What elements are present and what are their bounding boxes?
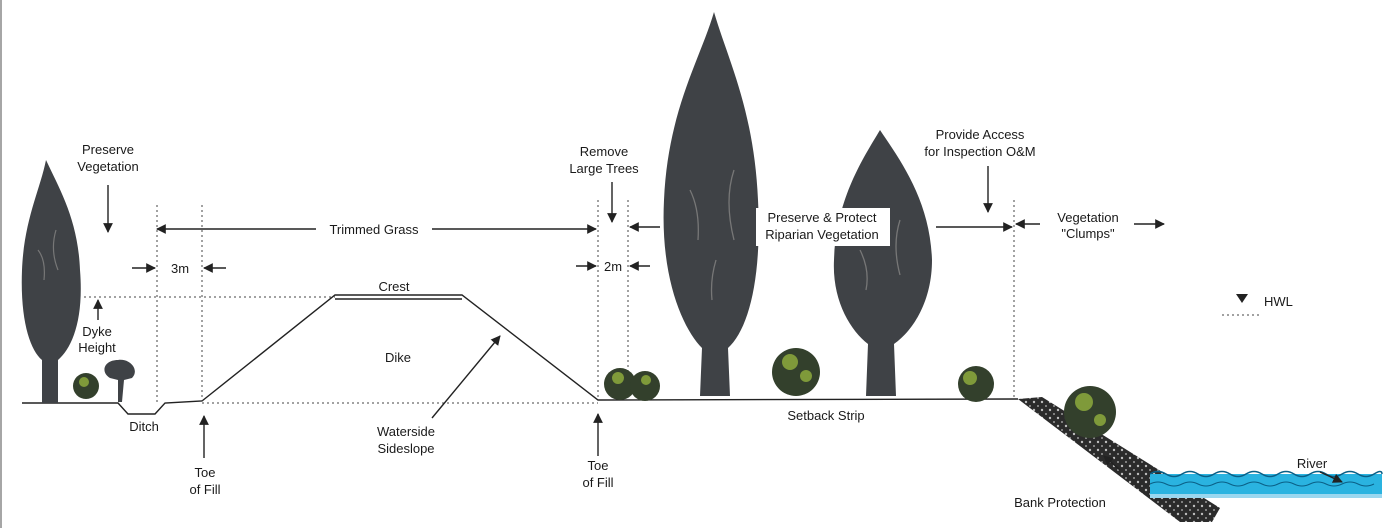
waterside-sideslope-label-line2: Sideslope <box>377 441 434 456</box>
riparian-label-backdrop <box>756 208 890 246</box>
setback-strip-label: Setback Strip <box>787 408 864 423</box>
waterside-sideslope-label-line1: Waterside <box>377 424 435 439</box>
shrub-clump-1 <box>604 368 660 401</box>
trimmed-grass-label: Trimmed Grass <box>329 222 419 237</box>
remove-large-trees-label-line1: Remove <box>580 144 628 159</box>
left-tree <box>21 160 81 403</box>
river-arrow <box>1319 471 1343 483</box>
dyke-height-label-line1: Dyke <box>82 324 112 339</box>
dimension-3m-label: 3m <box>171 261 189 276</box>
hwl-label: HWL <box>1264 294 1293 309</box>
remove-large-trees-label-line2: Large Trees <box>569 161 639 176</box>
riparian-label-line1: Preserve & Protect <box>767 210 876 225</box>
toe-of-fill-right-line2: of Fill <box>582 475 613 490</box>
large-center-tree <box>663 12 759 396</box>
dyke-height-label-line2: Height <box>78 340 116 355</box>
preserve-vegetation-label-line1: Preserve <box>82 142 134 157</box>
toe-of-fill-left-line2: of Fill <box>189 482 220 497</box>
provide-access-label-line1: Provide Access <box>936 127 1025 142</box>
toe-of-fill-right-line1: Toe <box>588 458 609 473</box>
dimension-2m-label: 2m <box>604 259 622 274</box>
dike-label: Dike <box>385 350 411 365</box>
shrub-clump-bank <box>1064 386 1116 438</box>
waterside-sideslope-arrow <box>431 335 501 419</box>
shrub-clump-2 <box>772 348 820 396</box>
preserve-vegetation-label-line2: Vegetation <box>77 159 138 174</box>
bank-protection-label: Bank Protection <box>1014 495 1106 510</box>
provide-access-label-line2: for Inspection O&M <box>924 144 1035 159</box>
riparian-tree <box>833 130 932 396</box>
vegetation-clumps-label-line1: Vegetation <box>1057 210 1118 225</box>
shrub-clump-3 <box>958 366 994 402</box>
left-shrubs <box>73 359 135 402</box>
toe-of-fill-left-line1: Toe <box>195 465 216 480</box>
river-label: River <box>1297 456 1328 471</box>
bank-protection-arrow <box>1103 455 1121 471</box>
riparian-label-line2: Riparian Vegetation <box>765 227 878 242</box>
ditch-label: Ditch <box>129 419 159 434</box>
vegetation-clumps-label-line2: "Clumps" <box>1061 226 1115 241</box>
ground-profile <box>22 294 1019 415</box>
crest-label: Crest <box>378 279 409 294</box>
hwl-marker <box>1236 294 1248 303</box>
river-water <box>1149 470 1383 498</box>
